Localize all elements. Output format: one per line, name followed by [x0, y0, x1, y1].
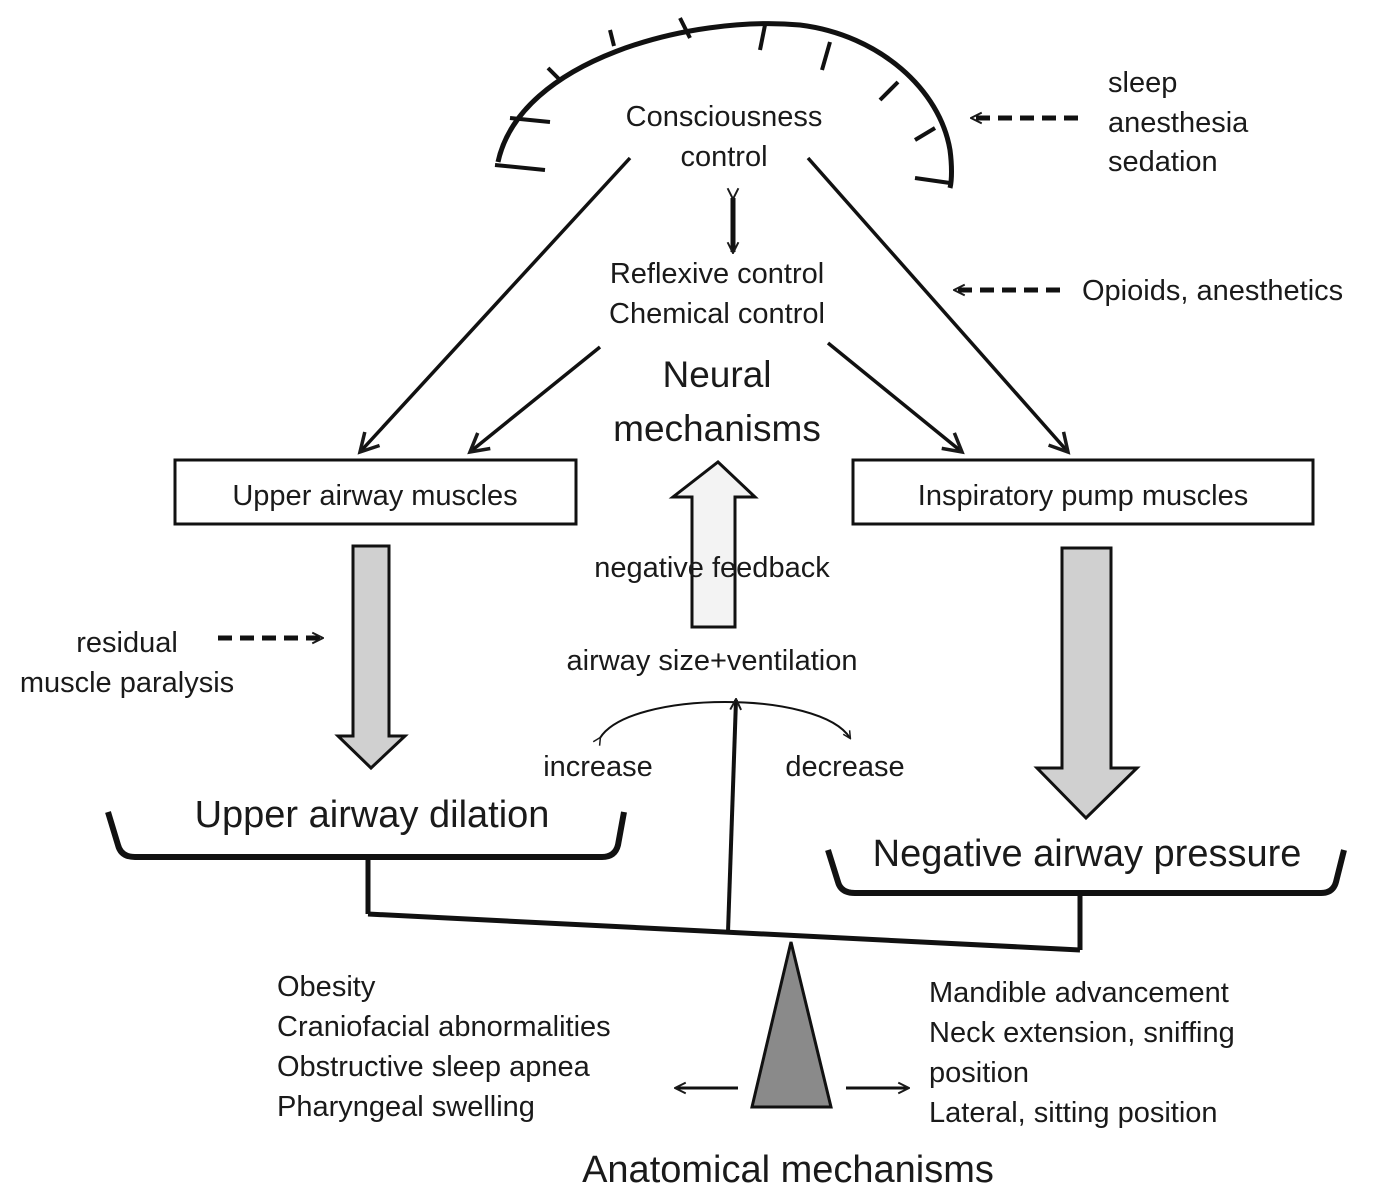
decrease-label: decrease	[785, 751, 904, 783]
balance-beam	[367, 911, 1081, 953]
airway-size-label: airway size+ventilation	[567, 645, 858, 677]
upper-airway-dilation-label: Upper airway dilation	[195, 794, 550, 836]
consciousness-label: Consciousness	[626, 101, 823, 133]
pressure-bracket	[825, 849, 1347, 896]
increase-decrease-curved-arrow	[600, 701, 850, 738]
factor-obesity: Obesity	[277, 971, 376, 1003]
factor-neck-extension: Neck extension, sniffing	[929, 1017, 1235, 1049]
dilation-bracket	[105, 811, 627, 860]
inspiratory-pump-muscles-label: Inspiratory pump muscles	[918, 480, 1248, 512]
factor-pharyngeal-swelling: Pharyngeal swelling	[277, 1091, 535, 1123]
factor-lateral-sitting: Lateral, sitting position	[929, 1097, 1218, 1129]
factor-position: position	[929, 1057, 1029, 1089]
brain-icon	[494, 17, 954, 189]
modifier-sedation: sedation	[1108, 146, 1218, 178]
opioids-label: Opioids, anesthetics	[1082, 275, 1343, 307]
factor-craniofacial: Craniofacial abnormalities	[277, 1011, 611, 1043]
anatomical-mechanisms-label: Anatomical mechanisms	[582, 1149, 994, 1191]
arrow-consciousness-to-upper-airway	[357, 156, 632, 455]
neural-label: Neural	[663, 354, 772, 395]
chemical-control-label: Chemical control	[609, 298, 825, 330]
mechanisms-label: mechanisms	[613, 408, 821, 449]
factor-osa: Obstructive sleep apnea	[277, 1051, 591, 1083]
modifier-anesthesia: anesthesia	[1108, 107, 1249, 139]
negative-airway-pressure-label: Negative airway pressure	[873, 833, 1302, 875]
fulcrum-triangle	[750, 941, 833, 1109]
reflexive-control-label: Reflexive control	[610, 258, 824, 290]
residual-label: residual	[76, 627, 178, 659]
dilation-down-arrow	[334, 544, 409, 771]
negative-feedback-label: negative feedback	[594, 552, 830, 584]
upper-airway-muscles-label: Upper airway muscles	[232, 480, 517, 512]
arrow-reflex-to-upper-airway	[467, 345, 602, 455]
arrow-reflex-to-inspiratory	[826, 341, 965, 455]
arrow-consciousness-to-inspiratory	[806, 156, 1071, 455]
increase-label: increase	[543, 751, 653, 783]
factor-mandible: Mandible advancement	[929, 977, 1229, 1009]
modifier-sleep: sleep	[1108, 67, 1177, 99]
pressure-down-arrow	[1033, 546, 1141, 821]
inspiratory-pump-muscles-box	[851, 458, 1315, 526]
control-label: control	[680, 141, 767, 173]
negative-feedback-arrow	[668, 460, 759, 629]
balance-pointer	[726, 700, 736, 933]
upper-airway-muscles-box	[173, 458, 578, 526]
muscle-paralysis-label: muscle paralysis	[20, 667, 234, 699]
